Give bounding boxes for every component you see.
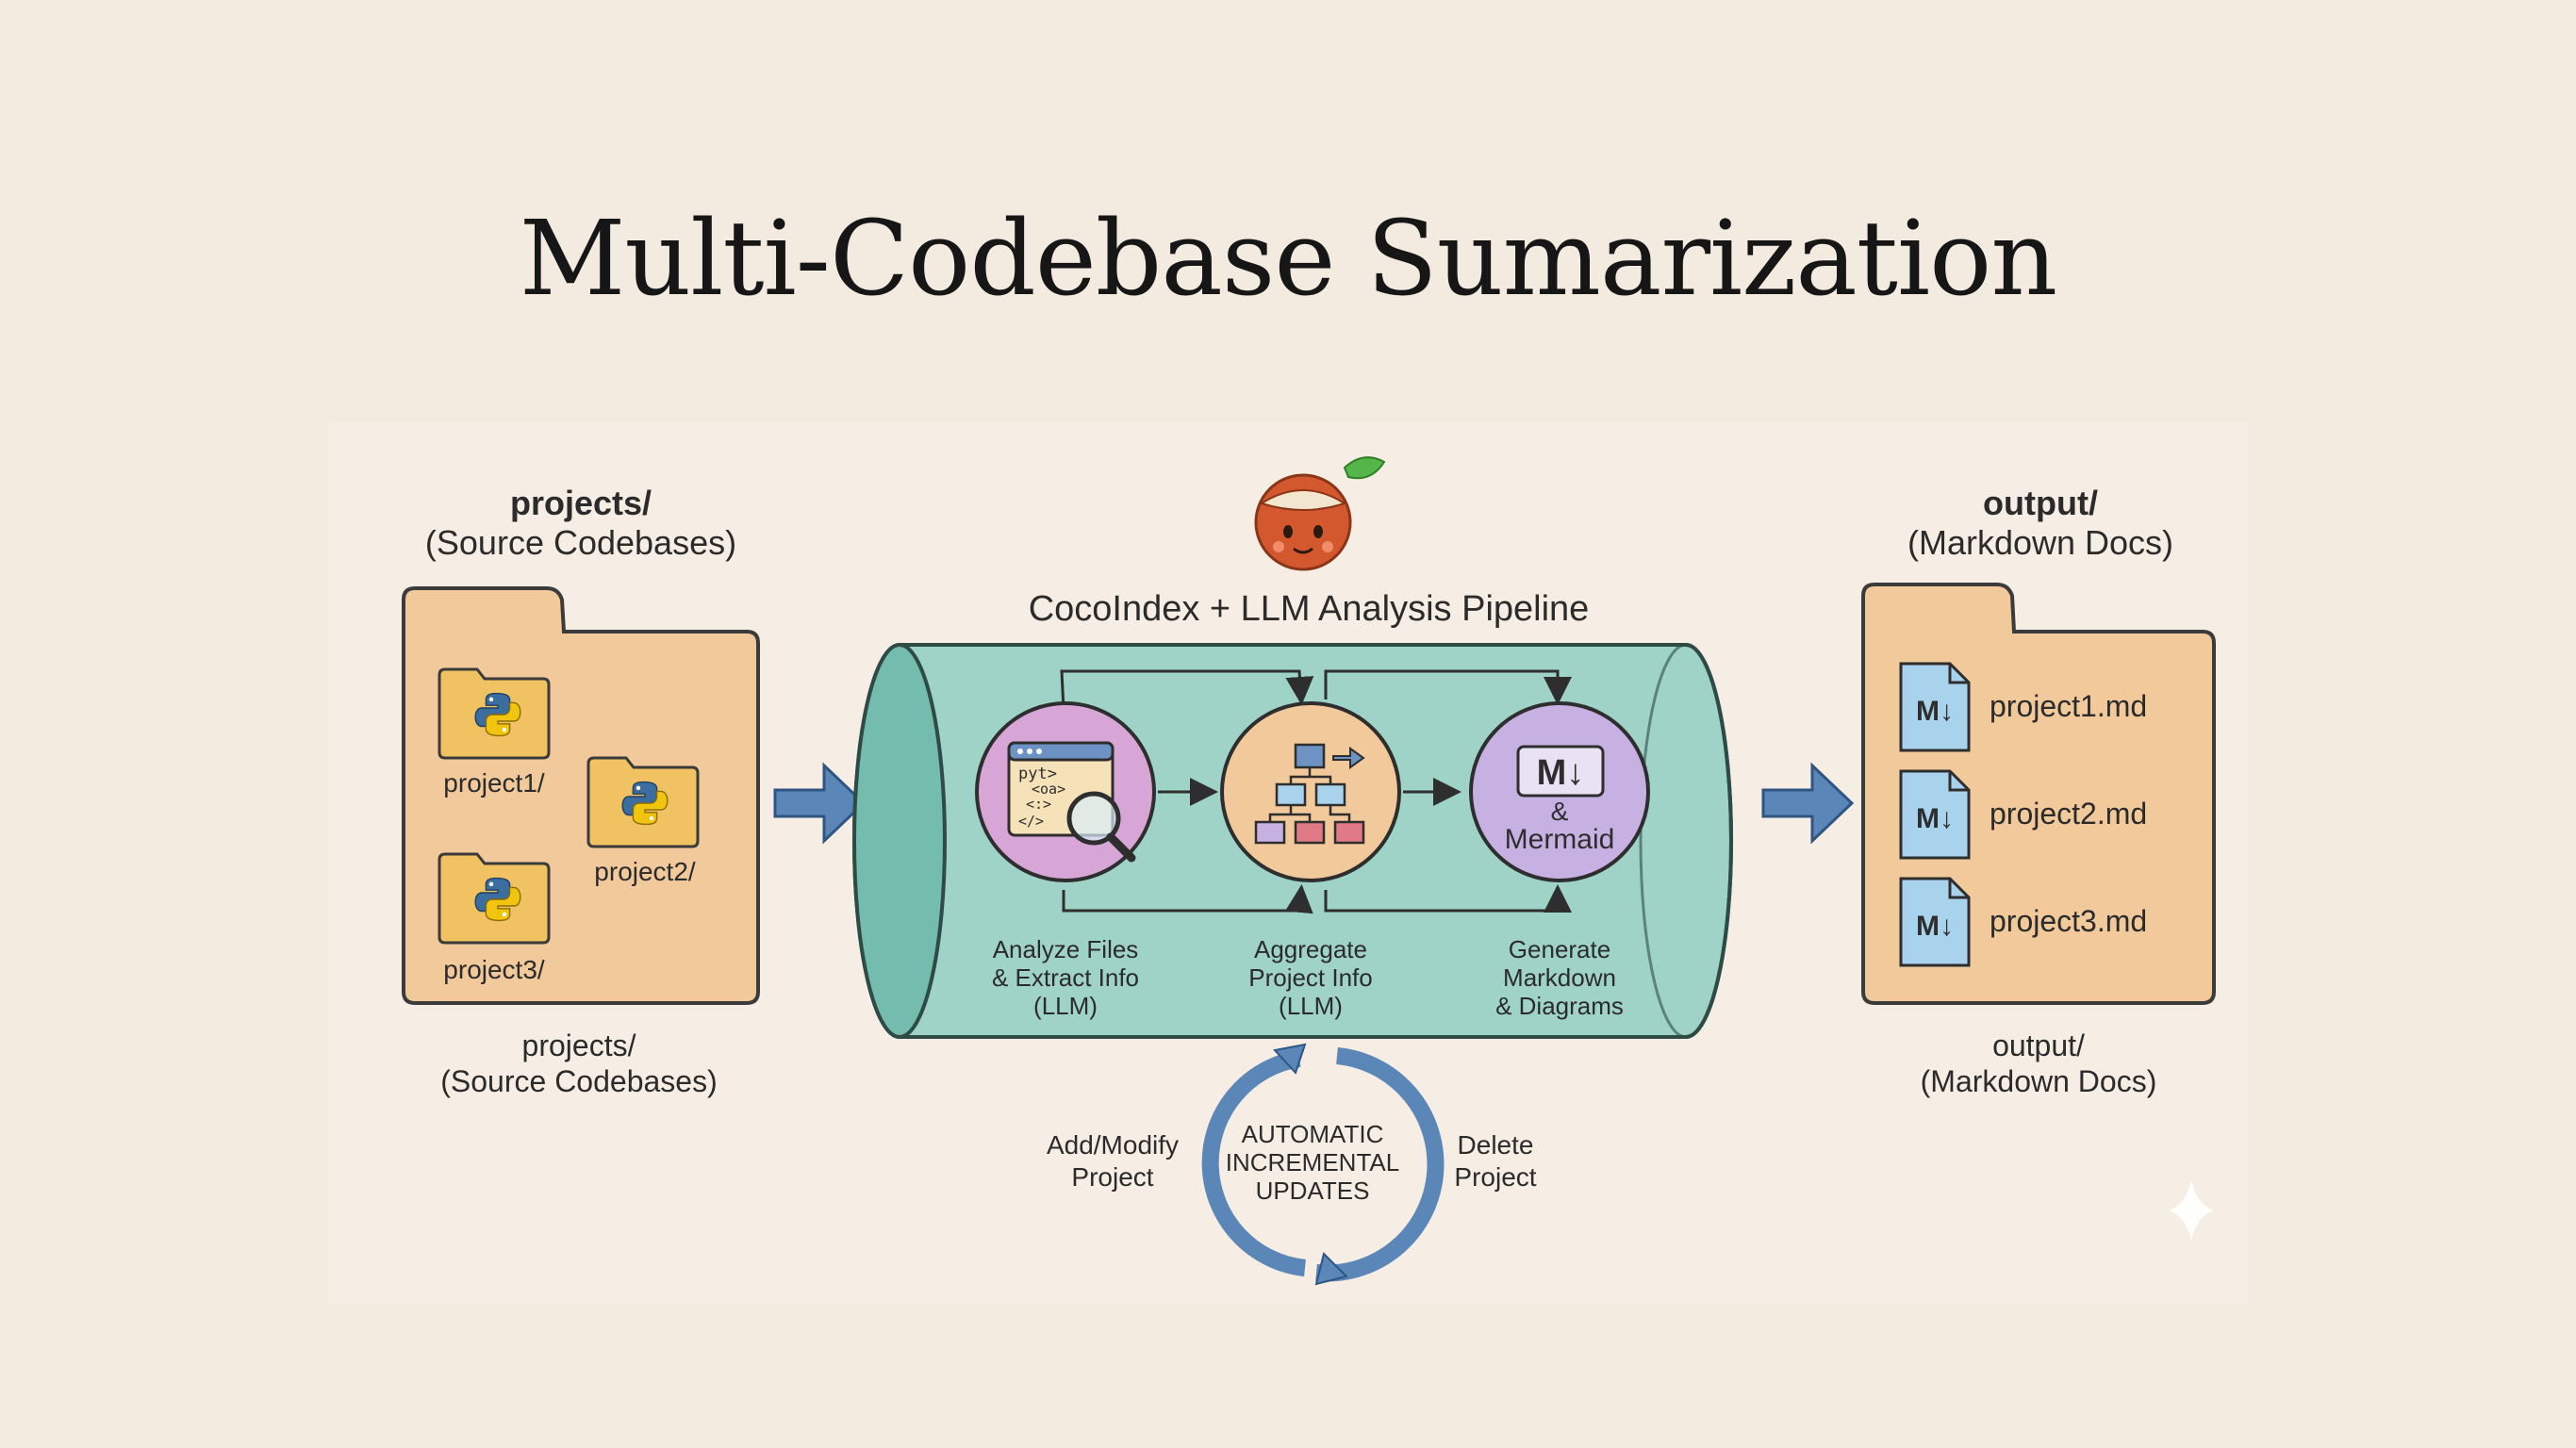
markdown-icon: M↓ <box>1916 696 1954 727</box>
delete-label-2: Project <box>1454 1162 1536 1192</box>
markdown-icon: M↓ <box>1916 911 1954 942</box>
stage-aggregate[interactable] <box>1220 701 1401 882</box>
flow-arrow <box>1324 884 1572 913</box>
arrow-right-icon <box>773 762 867 845</box>
project-label-1: project1/ <box>443 768 545 798</box>
markdown-badge-text: M↓ <box>1537 753 1585 793</box>
updates-line-3: UPDATES <box>1256 1176 1370 1205</box>
md-file-label-1: project1.md <box>1990 689 2147 723</box>
source-footer-title: projects/ <box>522 1028 636 1062</box>
output-section: output/ (Markdown Docs) M↓ project1.md M… <box>1861 484 2216 1098</box>
arrow-right-icon <box>1761 762 1855 845</box>
md-file-1[interactable]: M↓ project1.md <box>1899 662 2147 752</box>
project-folder-3[interactable]: project3/ <box>438 852 551 984</box>
code-line: <oa> <box>1032 781 1065 798</box>
stage-label-line: & Diagrams <box>1495 992 1624 1020</box>
code-magnifier-icon: pyt> <oa> <:> </> <box>1007 741 1136 863</box>
stage-generate[interactable]: M↓ & Mermaid <box>1469 701 1650 882</box>
stage-label-line: Aggregate <box>1254 935 1367 963</box>
sparkle-icon <box>2169 1180 2214 1241</box>
stage-label-analyze: Analyze Files & Extract Info (LLM) <box>992 935 1139 1020</box>
hierarchy-icon <box>1254 743 1365 845</box>
output-footer-subtitle: (Markdown Docs) <box>1921 1064 2157 1098</box>
stage-label-line: Project Info <box>1248 963 1373 992</box>
code-line: </> <box>1018 813 1044 830</box>
pipeline-diagram: projects/ (Source Codebases) project1/ p… <box>328 422 2248 1305</box>
code-line: <:> <box>1026 796 1051 813</box>
stage-label-line: (LLM) <box>1033 992 1098 1020</box>
output-header-title: output/ <box>1983 484 2098 522</box>
project-folder-1[interactable]: project1/ <box>438 667 551 798</box>
page-title: Multi-Codebase Sumarization <box>519 198 2057 319</box>
mermaid-label: Mermaid <box>1505 824 1615 855</box>
stage-label-line: Analyze Files <box>993 935 1139 963</box>
source-section: projects/ (Source Codebases) project1/ p… <box>402 484 760 1098</box>
mermaid-label-amp: & <box>1551 797 1569 826</box>
updates-line-2: INCREMENTAL <box>1226 1148 1399 1176</box>
project-label-2: project2/ <box>594 857 696 886</box>
source-footer-subtitle: (Source Codebases) <box>440 1064 717 1098</box>
md-file-3[interactable]: M↓ project3.md <box>1899 877 2147 967</box>
updates-line-1: AUTOMATIC <box>1242 1120 1384 1148</box>
flow-arrow <box>1324 669 1572 705</box>
project-label-3: project3/ <box>443 955 545 984</box>
refresh-cycle-icon <box>1201 1043 1445 1286</box>
md-file-label-3: project3.md <box>1990 904 2147 938</box>
stage-label-generate: Generate Markdown & Diagrams <box>1495 935 1624 1020</box>
code-line: pyt> <box>1018 765 1057 783</box>
project-folder-2[interactable]: project2/ <box>586 756 700 886</box>
coconut-icon <box>1254 456 1386 571</box>
markdown-icon: M↓ <box>1916 803 1954 834</box>
stage-label-line: Markdown <box>1503 963 1616 992</box>
output-header-subtitle: (Markdown Docs) <box>1907 523 2173 562</box>
source-header-subtitle: (Source Codebases) <box>425 523 736 562</box>
md-file-label-2: project2.md <box>1990 797 2147 831</box>
incremental-updates: AUTOMATIC INCREMENTAL UPDATES Add/Modify… <box>1047 1043 1537 1286</box>
stage-label-aggregate: Aggregate Project Info (LLM) <box>1248 935 1373 1020</box>
output-footer-title: output/ <box>1992 1028 2085 1062</box>
flow-arrow <box>1062 884 1313 914</box>
source-header-title: projects/ <box>510 484 652 522</box>
pipeline-title: CocoIndex + LLM Analysis Pipeline <box>1029 589 1590 629</box>
stage-label-line: & Extract Info <box>992 963 1139 992</box>
stage-label-line: (LLM) <box>1279 992 1343 1020</box>
md-file-2[interactable]: M↓ project2.md <box>1899 769 2147 860</box>
delete-label-1: Delete <box>1458 1130 1534 1160</box>
stage-analyze[interactable]: pyt> <oa> <:> </> <box>975 701 1156 882</box>
stage-label-line: Generate <box>1509 935 1610 963</box>
add-modify-label-2: Project <box>1071 1162 1153 1192</box>
add-modify-label-1: Add/Modify <box>1047 1130 1179 1160</box>
markdown-icon: M↓ <box>1516 745 1605 798</box>
pipeline-section: CocoIndex + LLM Analysis Pipeline pyt> <… <box>852 456 1733 1039</box>
